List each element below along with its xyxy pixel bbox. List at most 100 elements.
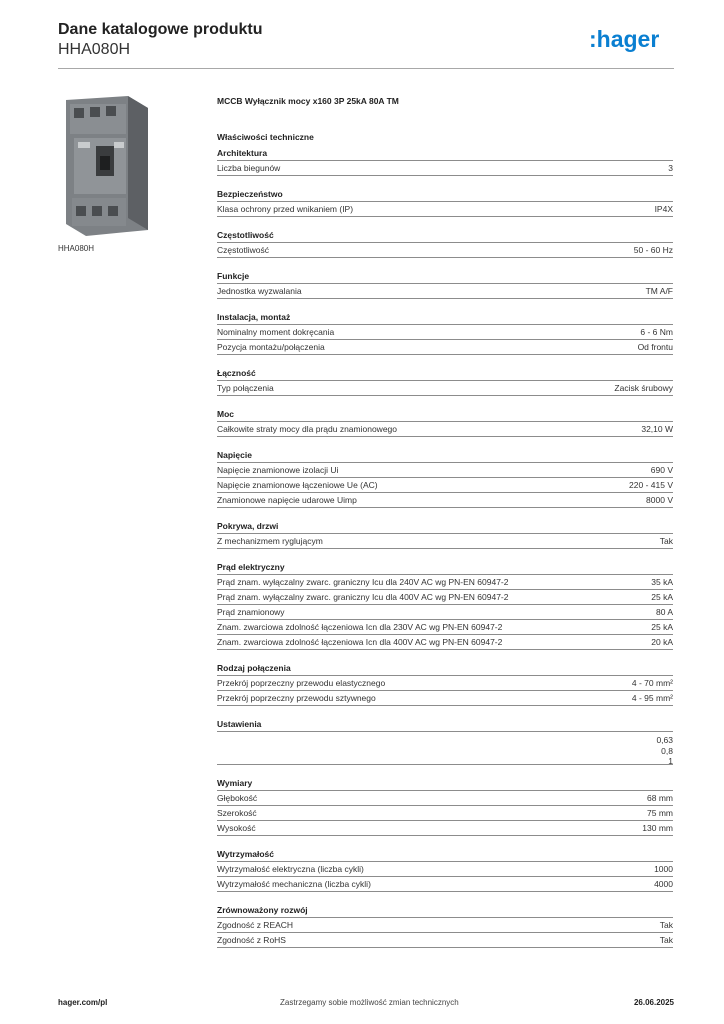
spec-label: Znam. zwarciowa zdolność łączeniowa Icn …	[217, 637, 503, 647]
spec-group-settings: Ustawienia 0,63 0,8 1	[217, 717, 673, 776]
spec-row: Znam. zwarciowa zdolność łączeniowa Icn …	[217, 635, 673, 650]
spec-label: Prąd znam. wyłączalny zwarc. graniczny I…	[217, 592, 509, 602]
product-name: MCCB Wyłącznik mocy x160 3P 25kA 80A TM	[217, 96, 399, 106]
spec-value: 25 kA	[651, 592, 673, 602]
document-header: Dane katalogowe produktu HHA080H	[58, 20, 678, 68]
spec-value: 68 mm	[647, 793, 673, 803]
spec-label: Znamionowe napięcie udarowe Uimp	[217, 495, 357, 505]
group-title: Ustawienia	[217, 717, 673, 732]
spec-row: Znamionowe napięcie udarowe Uimp 8000 V	[217, 493, 673, 508]
hager-logo: :hager	[589, 26, 659, 52]
spec-label: Zgodność z REACH	[217, 920, 294, 930]
group-title: Prąd elektryczny	[217, 560, 673, 575]
group-title: Rodzaj połączenia	[217, 661, 673, 676]
spec-value: 32,10 W	[641, 424, 673, 434]
spec-label: Prąd znam. wyłączalny zwarc. graniczny I…	[217, 577, 509, 587]
spec-label: Głębokość	[217, 793, 258, 803]
spec-row: Z mechanizmem ryglującym Tak	[217, 534, 673, 549]
spec-value: Tak	[659, 920, 673, 930]
group-title: Częstotliwość	[217, 228, 673, 243]
spec-value: 25 kA	[651, 622, 673, 632]
spec-row: Znam. zwarciowa zdolność łączeniowa Icn …	[217, 620, 673, 635]
spec-row: Przekrój poprzeczny przewodu elastyczneg…	[217, 676, 673, 691]
settings-value: 1	[668, 756, 673, 766]
spec-value: Od frontu	[637, 342, 673, 352]
spec-label: Wysokość	[217, 823, 256, 833]
spec-value: 4 - 95 mm²	[631, 693, 673, 703]
product-code: HHA080H	[58, 41, 131, 58]
spec-label: Wytrzymałość mechaniczna (liczba cykli)	[217, 879, 371, 889]
spec-label: Jednostka wyzwalania	[217, 286, 302, 296]
spec-value: 35 kA	[651, 577, 673, 587]
spec-label: Z mechanizmem ryglującym	[217, 536, 323, 546]
settings-value: 0,8	[661, 745, 673, 756]
section-heading: Właściwości techniczne	[217, 132, 314, 142]
footer-date: 26.06.2025	[633, 998, 674, 1007]
group-title: Wymiary	[217, 776, 673, 791]
spec-label: Przekrój poprzeczny przewodu sztywnego	[217, 693, 376, 703]
group-title: Wytrzymałość	[217, 847, 673, 862]
spec-value: 1000	[654, 864, 673, 874]
image-caption: HHA080H	[58, 244, 95, 253]
spec-label: Prąd znamionowy	[217, 607, 285, 617]
spec-row: Głębokość 68 mm	[217, 791, 673, 806]
spec-value: 20 kA	[651, 637, 673, 647]
spec-value: 690 V	[650, 465, 673, 475]
spec-value: TM A/F	[645, 286, 673, 296]
spec-label: Przekrój poprzeczny przewodu elastyczneg…	[217, 678, 386, 688]
spec-value: Tak	[659, 935, 673, 945]
spec-row: Zgodność z RoHS Tak	[217, 933, 673, 948]
spec-row: Prąd znamionowy 80 A	[217, 605, 673, 620]
header-divider	[58, 68, 674, 69]
group-title: Instalacja, montaż	[217, 310, 673, 325]
spec-label: Napięcie znamionowe łączeniowe Ue (AC)	[217, 480, 378, 490]
spec-label: Typ połączenia	[217, 383, 274, 393]
spec-label: Liczba biegunów	[217, 163, 281, 173]
spec-row: Typ połączenia Zacisk śrubowy	[217, 381, 673, 396]
spec-value: 220 - 415 V	[629, 480, 673, 490]
spec-value: 8000 V	[646, 495, 673, 505]
spec-value: 50 - 60 Hz	[633, 245, 673, 255]
group-title: Łączność	[217, 366, 673, 381]
spec-value: 80 A	[655, 607, 673, 617]
group-title: Bezpieczeństwo	[217, 187, 673, 202]
page-footer: hager.com/pl Zastrzegamy sobie możliwość…	[58, 998, 674, 1012]
spec-value: IP4X	[654, 204, 673, 214]
spec-value: 75 mm	[647, 808, 673, 818]
group-title: Architektura	[217, 146, 673, 161]
spec-value: Tak	[659, 536, 673, 546]
group-title: Moc	[217, 407, 673, 422]
spec-label: Nominalny moment dokręcania	[217, 327, 335, 337]
spec-value: 130 mm	[642, 823, 673, 833]
spec-row: Przekrój poprzeczny przewodu sztywnego 4 …	[217, 691, 673, 706]
spec-label: Zgodność z RoHS	[217, 935, 286, 945]
spec-value: Zacisk śrubowy	[614, 383, 673, 393]
footer-website[interactable]: hager.com/pl	[58, 998, 108, 1007]
hager-logo-text: :hager	[589, 26, 659, 52]
spec-value: 4000	[654, 879, 673, 889]
group-title: Napięcie	[217, 448, 673, 463]
spec-label: Częstotliwość	[217, 245, 269, 255]
footer-notice: Zastrzegamy sobie możliwość zmian techni…	[280, 998, 459, 1007]
spec-value: 4 - 70 mm²	[631, 678, 673, 688]
spec-label: Wytrzymałość elektryczna (liczba cykli)	[217, 864, 364, 874]
spec-row: Wysokość 130 mm	[217, 821, 673, 836]
spec-row: Częstotliwość 50 - 60 Hz	[217, 243, 673, 258]
